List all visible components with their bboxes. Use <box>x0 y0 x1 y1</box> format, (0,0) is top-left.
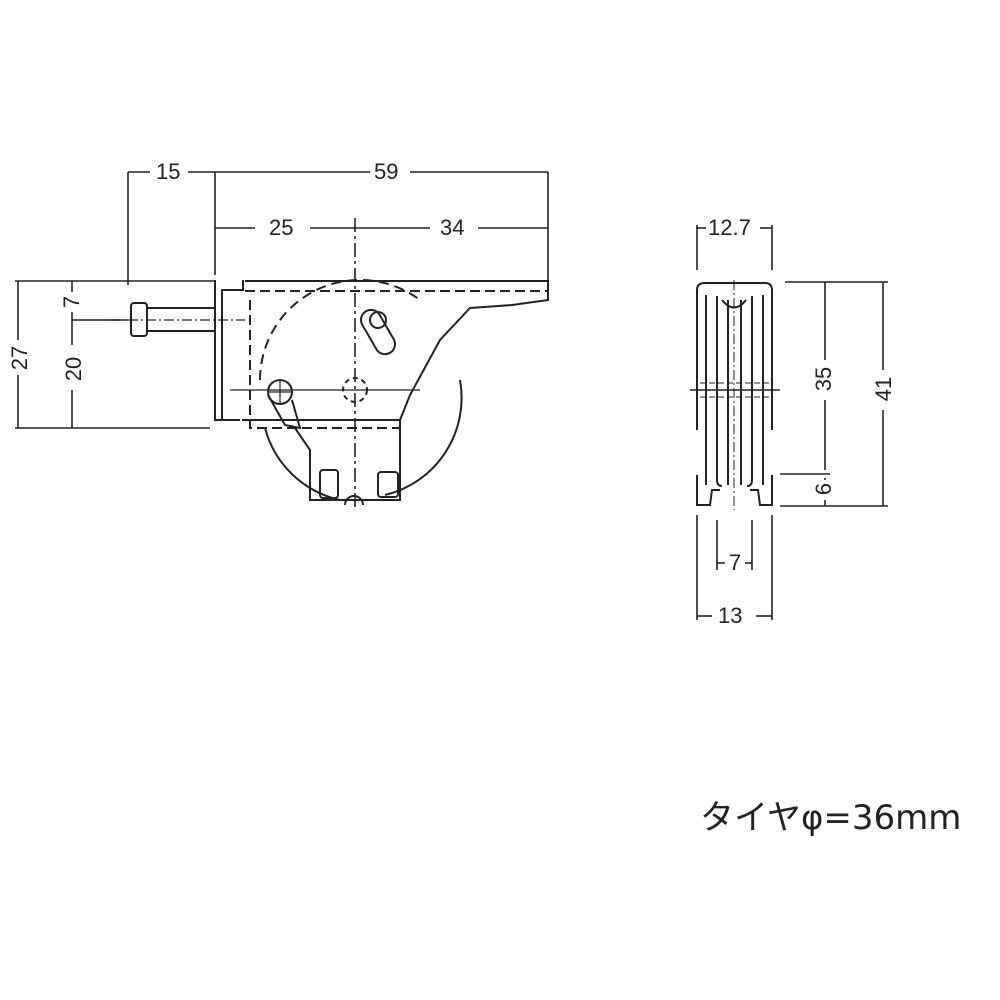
dim-bottom-lip: 6 <box>811 480 837 498</box>
dim-offset-left: 15 <box>154 159 183 184</box>
dim-overall-height: 27 <box>7 343 33 373</box>
dim-groove-width: 7 <box>727 550 744 575</box>
dim-bolt-to-bottom: 20 <box>61 354 87 384</box>
wheel <box>230 279 463 501</box>
dim-axle-to-end: 34 <box>438 215 467 240</box>
dim-to-axle: 25 <box>267 215 296 240</box>
dim-overall-height-front: 41 <box>871 374 897 404</box>
tire-diameter-caption: タイヤφ=36mm <box>700 798 962 838</box>
dim-overall-length: 59 <box>372 159 401 184</box>
bracket <box>214 280 549 429</box>
dim-bolt-from-top: 7 <box>59 293 85 311</box>
dim-inner-height: 35 <box>811 364 837 394</box>
bolt <box>110 302 245 337</box>
dim-bottom-width: 13 <box>716 603 745 628</box>
fork <box>267 308 401 506</box>
dim-top-width: 12.7 <box>706 215 753 240</box>
front-view-lines <box>690 225 888 620</box>
